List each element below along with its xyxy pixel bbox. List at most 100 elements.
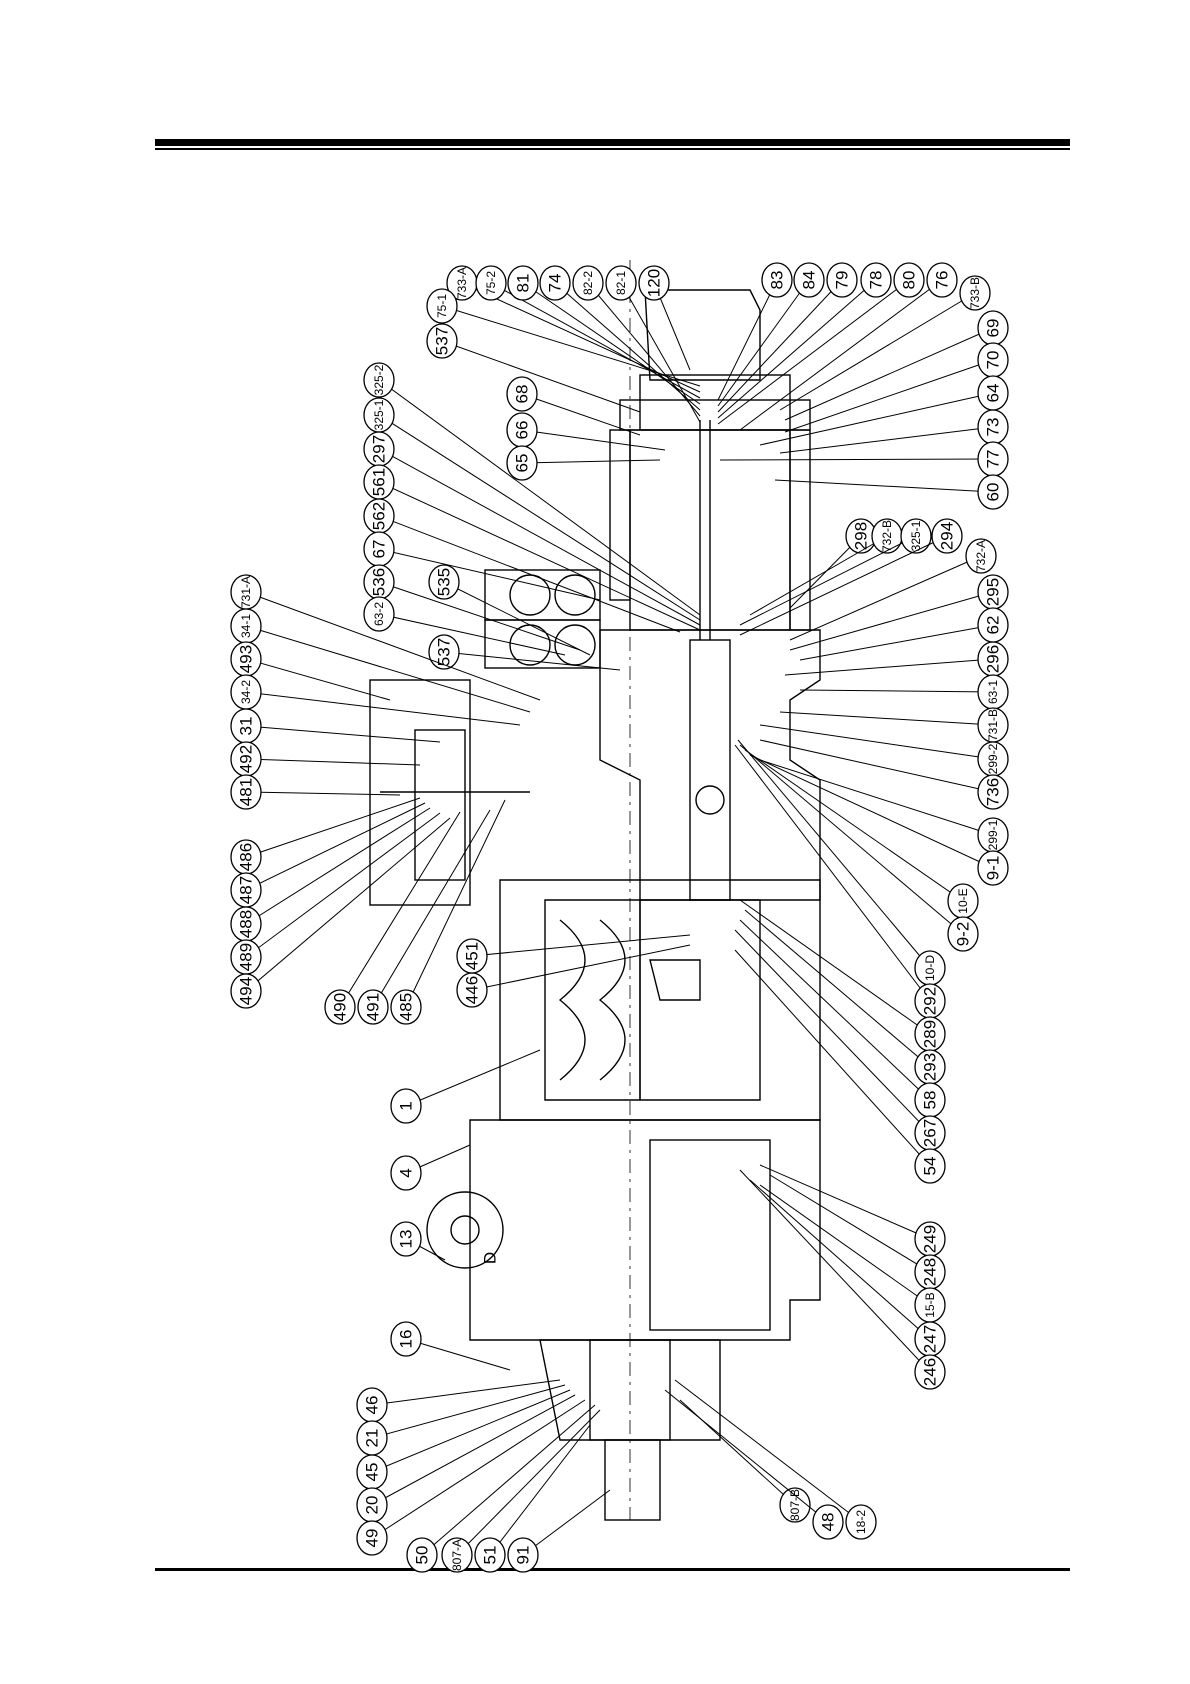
callout-label: 4 (397, 1168, 416, 1177)
callout-label: 485 (397, 993, 416, 1021)
callout-537: 537 (428, 634, 621, 671)
callout-label: 73 (984, 418, 1003, 437)
leader-line (456, 1409, 601, 1556)
callout-10-E: 10-E (744, 749, 979, 919)
leader-line (739, 899, 931, 1035)
leader-line (378, 581, 581, 651)
leader-line (441, 340, 641, 413)
leader-line (522, 282, 701, 405)
leader-line (405, 1338, 511, 1371)
callout-491: 491 (357, 809, 491, 1025)
callout-bubble (474, 1537, 506, 1573)
callout-label: 325-1 (372, 399, 386, 430)
callout-label: 65 (513, 454, 532, 473)
leader-line (489, 1424, 591, 1556)
callout-60: 60 (774, 474, 1009, 510)
valve-coil-4 (554, 624, 596, 666)
leader-line (245, 802, 426, 891)
leader-line (759, 1164, 931, 1240)
callout-label: 81 (514, 274, 533, 293)
leader-line (378, 481, 701, 631)
callout-78: 78 (717, 262, 892, 419)
callout-label: D (481, 1252, 500, 1264)
callout-label: 21 (363, 1429, 382, 1448)
callout-bubble (390, 1155, 422, 1191)
callout-481: 481 (230, 774, 401, 810)
callout-9-1: 9-1 (749, 754, 1009, 886)
callout-label: 807-B (788, 1489, 802, 1521)
leader-line (739, 279, 943, 431)
callout-label: 50 (413, 1546, 432, 1565)
callout-label: 74 (546, 274, 565, 293)
leader-line (443, 651, 621, 671)
leader-line (779, 711, 994, 726)
callout-label: 15-B (923, 1292, 937, 1317)
callout-label: 493 (237, 645, 256, 673)
callout-label: 49 (363, 1529, 382, 1548)
callout-9-2: 9-2 (739, 744, 979, 952)
leader-line (245, 758, 421, 766)
leader-line (522, 1489, 611, 1556)
leader-line (737, 739, 931, 969)
leader-line (759, 392, 994, 446)
callout-bubble (506, 376, 538, 412)
callout-bubble (793, 262, 825, 298)
callout-bubble (475, 265, 507, 301)
callout-bubble (965, 538, 997, 574)
lifting-eye-hole (450, 1215, 480, 1245)
callout-bubble (931, 518, 963, 554)
callout-label: 451 (463, 942, 482, 970)
callout-label: 733-B (968, 277, 982, 309)
callout-489: 489 (230, 812, 441, 975)
callout-label: 487 (237, 876, 256, 904)
leader-line (378, 379, 701, 616)
callout-label: 736 (984, 778, 1003, 806)
callout-bubble (390, 1088, 422, 1124)
leader-line (245, 807, 431, 925)
callout-49: 49 (356, 1399, 586, 1556)
callout-16: 16 (390, 1321, 511, 1371)
leader-line (554, 282, 701, 411)
leader-line (245, 791, 401, 796)
callout-bubble (357, 989, 389, 1025)
leader-line (717, 279, 778, 401)
callout-1: 1 (390, 1049, 541, 1124)
leader-line (339, 811, 461, 1008)
callout-485: 485 (390, 799, 506, 1025)
callout-label: 80 (900, 271, 919, 290)
callout-75-1: 75-1 (426, 288, 701, 387)
callout-label: 84 (800, 271, 819, 290)
callout-label: 51 (481, 1546, 500, 1565)
callout-label: 58 (921, 1091, 940, 1110)
callout-label: 491 (364, 993, 383, 1021)
callout-label: 807-A (450, 1539, 464, 1571)
callout-label: 69 (984, 319, 1003, 338)
callout-64: 64 (759, 375, 1009, 446)
leader-line (789, 555, 982, 641)
callout-label: 75-1 (435, 294, 449, 318)
callout-91: 91 (507, 1489, 611, 1573)
leader-line (789, 591, 994, 651)
callout-label: 91 (514, 1546, 533, 1565)
callout-bubble (977, 474, 1009, 510)
callout-4: 4 (390, 1144, 471, 1191)
callout-bubble (572, 265, 604, 301)
callout-48: 48 (664, 1389, 844, 1540)
leader-line (739, 744, 964, 935)
callout-label: 1 (397, 1101, 416, 1110)
callout-bubble (428, 564, 460, 600)
callout-label: 294 (938, 522, 957, 550)
callout-51: 51 (474, 1424, 591, 1573)
leader-line (245, 591, 541, 701)
callout-label: 62 (984, 616, 1003, 635)
leader-line (674, 1379, 862, 1523)
callout-561: 561 (363, 464, 701, 631)
callout-label: 299-2 (986, 743, 1000, 774)
suction-casing (469, 1119, 821, 1341)
leader-line (471, 944, 691, 991)
callout-490: 490 (324, 811, 461, 1025)
callout-label: 64 (984, 384, 1003, 403)
leader-line (378, 414, 701, 621)
leader-line (405, 1049, 541, 1107)
callout-label: 67 (370, 540, 389, 559)
